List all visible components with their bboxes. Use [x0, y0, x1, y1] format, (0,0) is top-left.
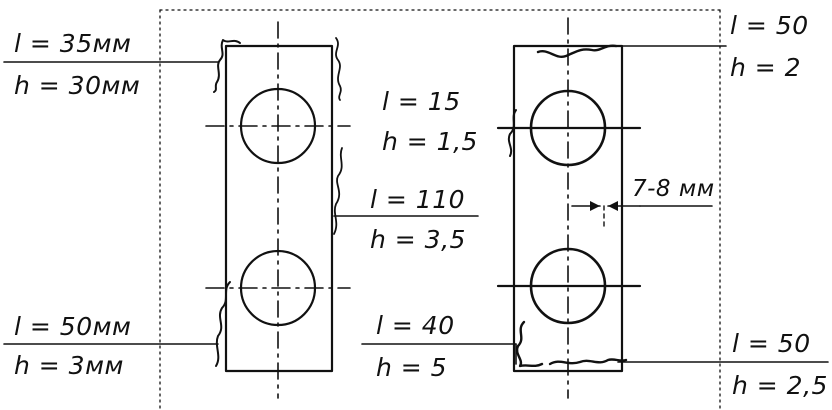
gap-arrowhead-left: [590, 201, 600, 211]
right-crack-left-upper: [507, 109, 517, 157]
bottom-left-length: l = 50мм: [14, 312, 131, 341]
top-left-length: l = 35мм: [14, 29, 131, 58]
bottom-left-depth: h = 3мм: [14, 351, 124, 380]
sheet-boundary: [159, 9, 721, 409]
middle-bottom-length: l = 40: [376, 311, 455, 340]
top-left-depth: h = 30мм: [14, 71, 140, 100]
gap-arrowhead-right: [608, 201, 618, 211]
bottom-right-depth: h = 2,5: [732, 371, 828, 400]
leader-lines: [3, 45, 829, 365]
top-right-depth: h = 2: [730, 53, 801, 82]
right-crack-top: [536, 44, 618, 59]
top-right-length: l = 50: [730, 11, 809, 40]
right-crack-bottom-left: [515, 320, 544, 368]
left-plate-outline: [224, 44, 334, 373]
left-crack-bottom-left: [215, 281, 231, 367]
right-crack-bottom: [548, 358, 628, 366]
middle-top-length: l = 15: [382, 87, 461, 116]
middle-right-edge-length: l = 110: [370, 185, 465, 214]
gap-dimension-label: 7-8 мм: [632, 176, 715, 202]
left-crack-mid-right: [333, 147, 343, 235]
middle-top-depth: h = 1,5: [382, 127, 478, 156]
bottom-right-length: l = 50: [732, 329, 811, 358]
left-plate: [205, 21, 351, 399]
left-crack-top-corner: [213, 39, 241, 93]
labels: l = 35мм h = 30мм l = 50мм h = 3мм l = 1…: [14, 11, 828, 400]
left-crack-top-right: [335, 37, 342, 101]
middle-bottom-depth: h = 5: [376, 353, 447, 382]
right-plate: [496, 17, 713, 399]
middle-right-edge-depth: h = 3,5: [370, 225, 466, 254]
